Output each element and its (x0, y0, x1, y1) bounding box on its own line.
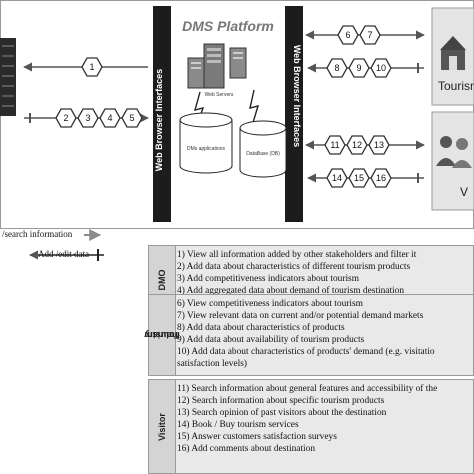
flow-step-badge: 5 (121, 108, 143, 128)
flow-step-number: 15 (354, 173, 364, 183)
task-item: 6) View competitiveness indicators about… (177, 299, 363, 309)
flow-step-badge: 11 (324, 135, 346, 155)
flow-step-badge: 4 (99, 108, 121, 128)
flow-step-number: 14 (332, 173, 342, 183)
flow-step-number: 16 (376, 173, 386, 183)
task-item: 15) Answer customers satisfaction survey… (177, 432, 337, 443)
industry-task-list: 6) View competitiveness indicators about… (177, 298, 473, 371)
interface-label-left: Web Browser Interfaces (154, 69, 164, 171)
flow-step-number: 13 (374, 140, 384, 150)
task-item: 12) Search information about specific to… (177, 396, 385, 407)
legend-add-label: Add /edit data (38, 249, 89, 259)
task-item: 3) Add competitiveness indicators about … (177, 274, 360, 285)
visitor-panel: Visitor 11) Search information about gen… (148, 379, 474, 474)
visitor-actor-box (431, 111, 474, 211)
task-item: satisfaction levels) (177, 359, 248, 370)
flow-step-number: 12 (352, 140, 362, 150)
flow-step-number: 3 (85, 113, 90, 123)
flow-step-badge: 8 (326, 58, 348, 78)
task-item: 4) Add aggregated data about demand of t… (177, 286, 405, 297)
flow-step-badge: 3 (77, 108, 99, 128)
connection-bolt-right (249, 89, 260, 127)
flow-step-badge: 7 (359, 25, 381, 45)
flow-step-badge: 6 (337, 25, 359, 45)
flow-step-number: 9 (356, 63, 361, 73)
interface-bar-left (153, 6, 171, 222)
dms-applications-label: DMs applications (187, 146, 226, 152)
flow-step-badge: 16 (370, 168, 392, 188)
database-cylinder (239, 120, 287, 178)
dms-applications-cylinder (179, 112, 233, 174)
task-item: 8) Add data about characteristics of pro… (177, 323, 345, 334)
visitor-people-icon (436, 136, 472, 168)
flow-step-badge: 12 (346, 135, 368, 155)
task-item: 14) Book / Buy tourism services (177, 420, 299, 431)
flow-step-number: 2 (63, 113, 68, 123)
task-item: 11) Search information about general fea… (177, 384, 438, 394)
task-item: 1) View all information added by other s… (177, 250, 417, 260)
flow-step-number: 7 (367, 30, 372, 40)
flow-step-badge: 15 (348, 168, 370, 188)
visitor-label: Visitor (157, 412, 167, 441)
tourism-building-icon (440, 36, 466, 70)
flow-step-number: 4 (107, 113, 112, 123)
dmo-label: DMO (157, 269, 167, 290)
web-server-icons (187, 43, 247, 89)
flow-step-number: 11 (330, 140, 339, 150)
legend-search-label: /search information (2, 229, 73, 239)
industry-label-line2: Industry (144, 330, 180, 340)
visitor-actor-label: V (460, 185, 468, 199)
tourism-actor-box (431, 7, 474, 106)
flow-step-badge: 10 (370, 58, 392, 78)
web-servers-label: Web Servers (205, 92, 234, 98)
flow-step-number: 5 (129, 113, 134, 123)
interface-bar-right (285, 6, 303, 222)
task-item: 2) Add data about characteristics of dif… (177, 262, 411, 273)
tourism-actor-label: Tourism (438, 79, 474, 93)
database-label: DataBase (DB) (246, 151, 280, 157)
flow-step-badge: 1 (81, 57, 103, 77)
flow-step-number: 6 (345, 30, 350, 40)
visitor-tag: Visitor (149, 380, 176, 473)
flow-step-badge: 2 (55, 108, 77, 128)
interface-label-right: Web Browser Interfaces (292, 45, 302, 147)
platform-title: DMS Platform (182, 18, 274, 34)
dmo-server-icon (0, 38, 16, 116)
task-item: 13) Search opinion of past visitors abou… (177, 408, 387, 419)
flow-step-number: 8 (334, 63, 339, 73)
task-item: 9) Add data about availability of touris… (177, 335, 365, 346)
flow-step-number: 10 (376, 63, 386, 73)
flow-step-badge: 14 (326, 168, 348, 188)
task-item: 16) Add comments about destination (177, 444, 316, 455)
task-item: 7) View relevant data on current and/or … (177, 311, 424, 322)
visitor-task-list: 11) Search information about general fea… (177, 383, 473, 456)
flow-step-badge: 13 (368, 135, 390, 155)
task-item: 10) Add data about characteristics of pr… (177, 347, 435, 358)
flow-step-number: 1 (89, 62, 94, 72)
flow-step-badge: 9 (348, 58, 370, 78)
